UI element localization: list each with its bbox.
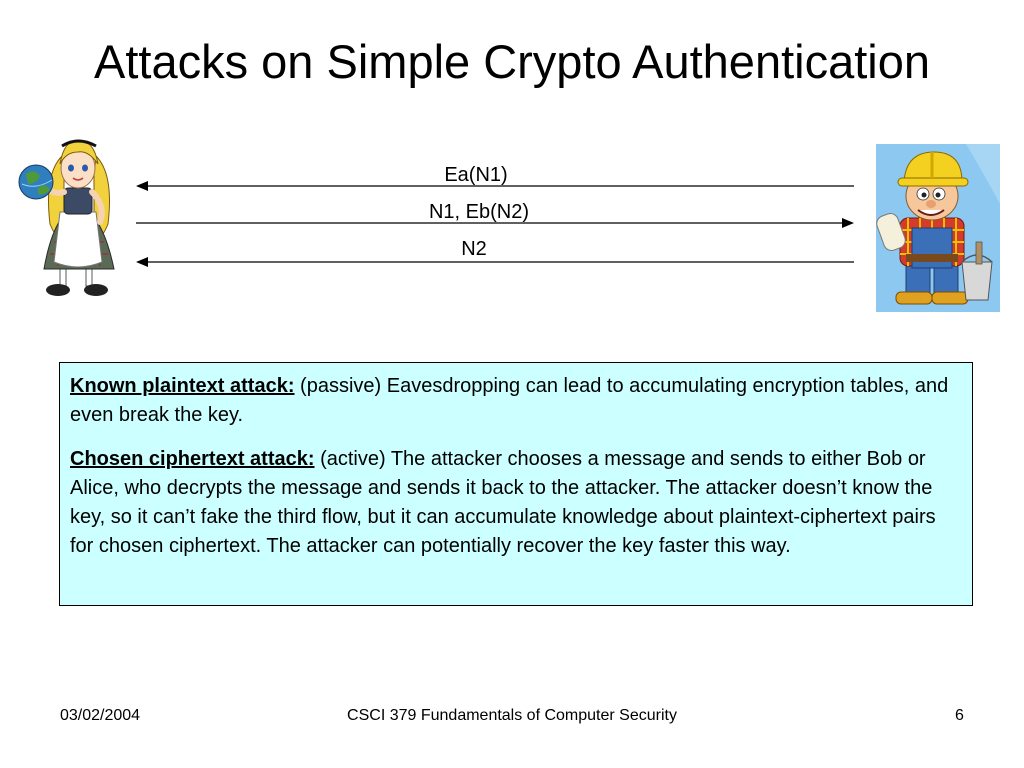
- message-label-3: N2: [461, 238, 487, 260]
- footer-date: 03/02/2004: [60, 707, 141, 724]
- message-arrows: [136, 181, 854, 267]
- footer-page-number: 6: [955, 707, 964, 724]
- chosen-ciphertext-term: Chosen ciphertext attack:: [70, 448, 315, 470]
- message-flow-diagram: Ea(N1) N1, Eb(N2) N2: [130, 150, 860, 280]
- known-plaintext-paragraph: Known plaintext attack: (passive) Eavesd…: [70, 372, 962, 430]
- message-label-1: Ea(N1): [444, 164, 508, 186]
- attack-descriptions-box: Known plaintext attack: (passive) Eavesd…: [59, 362, 973, 606]
- chosen-ciphertext-paragraph: Chosen ciphertext attack: (active) The a…: [70, 445, 962, 561]
- arrow-3-to-alice: [136, 257, 854, 267]
- slide-title: Attacks on Simple Crypto Authentication: [94, 35, 930, 88]
- message-label-2: N1, Eb(N2): [428, 201, 530, 223]
- arrow-1-to-alice: [136, 181, 854, 191]
- known-plaintext-text: (passive) Eavesdropping can lead to accu…: [70, 375, 949, 426]
- bob-illustration: [876, 144, 1000, 312]
- alice-illustration: [18, 139, 115, 296]
- footer-course: CSCI 379 Fundamentals of Computer Securi…: [347, 707, 677, 724]
- known-plaintext-term: Known plaintext attack:: [70, 375, 295, 397]
- arrow-2-to-bob: [136, 218, 854, 228]
- chosen-ciphertext-text: (active) The attacker chooses a message …: [70, 448, 936, 557]
